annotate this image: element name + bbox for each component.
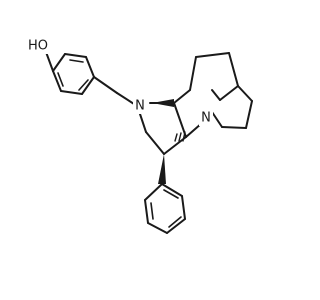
atom-label-ho: HO xyxy=(28,39,48,54)
bond-ring-ch2 xyxy=(93,76,118,94)
stereo-wedge-phenyl xyxy=(158,154,166,184)
molecule-structure-diagram: HO N N xyxy=(27,38,253,234)
atom-label-n-quinuclidine: N xyxy=(201,111,211,126)
phenyl-ring xyxy=(144,183,186,234)
stereo-hash-bottom xyxy=(174,131,186,142)
pyrrolidine-ring xyxy=(139,102,187,155)
phenol-ring xyxy=(52,53,95,95)
atom-label-n-pyrrolidine: N xyxy=(135,99,145,114)
bond-ch2-n xyxy=(116,92,135,105)
bond-c-o xyxy=(45,51,54,72)
stereo-wedge-top xyxy=(152,99,174,107)
